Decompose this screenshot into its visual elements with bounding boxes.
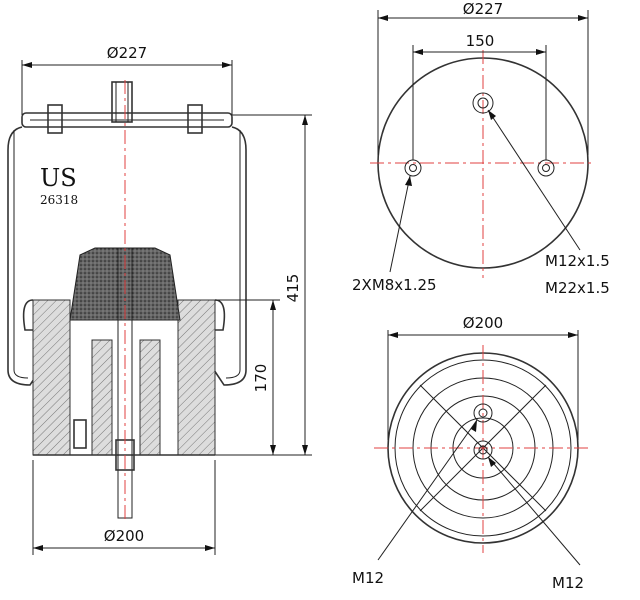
side-bolt-left: [404, 159, 422, 177]
bottom-thread-left: M12: [352, 569, 384, 587]
side-nut: [73, 419, 87, 449]
bottom-diameter: Ø200: [463, 314, 503, 332]
piston-left: [32, 299, 71, 456]
part-number: 26318: [40, 193, 78, 207]
top-bolt-right: [187, 104, 203, 134]
piston-core-right: [139, 339, 161, 456]
top-bolt-left: [47, 104, 63, 134]
bottom-view: Ø200 M12 M12: [352, 314, 592, 592]
top-plate: [21, 112, 233, 128]
side-bottom-diameter: Ø200: [104, 527, 144, 545]
piston-height: 170: [252, 364, 270, 393]
top-diameter: Ø227: [463, 0, 503, 18]
bolt-spacing: 150: [466, 32, 495, 50]
side-bolt-right: [537, 159, 555, 177]
center-thread-1: M12x1.5: [545, 252, 610, 270]
center-thread-2: M22x1.5: [545, 279, 610, 297]
side-view: Ø227 Ø200 415 170 US 26318: [7, 44, 312, 555]
bottom-thread-right: M12: [552, 574, 584, 592]
brand-text: US: [40, 164, 77, 192]
piston-right: [177, 299, 216, 456]
side-top-diameter: Ø227: [107, 44, 147, 62]
total-height: 415: [284, 274, 302, 303]
air-fitting: [111, 81, 133, 123]
piston-core-left: [91, 339, 113, 456]
top-view: Ø227 150 2XM8x1.25 M12x1.5 M22x1.5: [352, 0, 610, 297]
bellows-right: [213, 126, 247, 386]
side-threads: 2XM8x1.25: [352, 276, 437, 294]
bottom-bolt-upper: [473, 403, 493, 423]
center-fitting: [472, 92, 494, 114]
bottom-bolt-center: [473, 440, 493, 460]
